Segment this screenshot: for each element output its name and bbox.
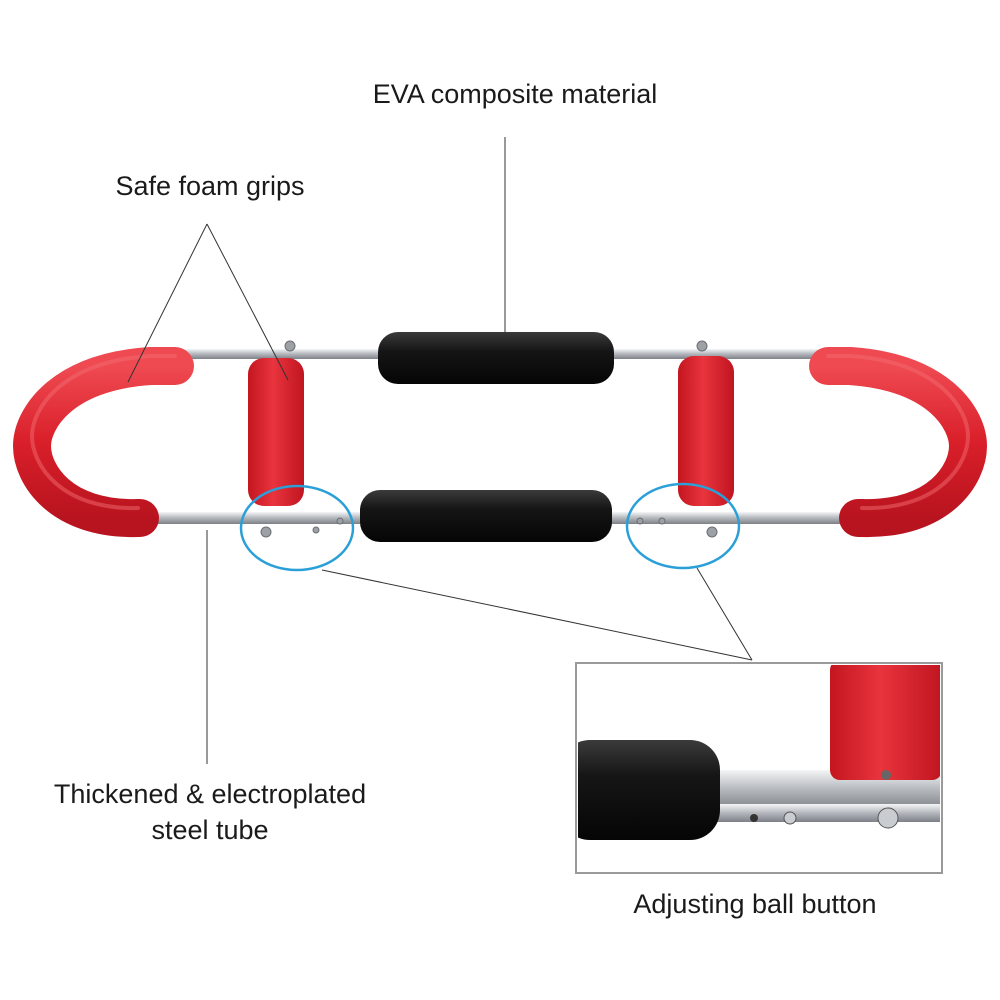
left-vertical-grip (248, 358, 304, 506)
left-foam-handle (12, 347, 194, 538)
top-eva-grip (378, 332, 614, 384)
right-adjust-callout-circle (625, 482, 741, 570)
left-adjust-callout-circle (239, 484, 355, 572)
label-steel-line-1: Thickened & electroplated (53, 779, 367, 809)
right-vertical-grip (678, 356, 734, 506)
adjusting-ball-inset (575, 662, 943, 874)
label-steel-line-2: steel tube (151, 815, 269, 845)
right-foam-handle (809, 347, 988, 538)
label-eva-composite-material: EVA composite material (372, 79, 658, 109)
label-safe-foam-grips: Safe foam grips (115, 171, 305, 201)
label-steel-tube: Thickened & electroplated steel tube (20, 776, 400, 848)
bottom-eva-grip (360, 490, 612, 542)
leader-lines (127, 137, 753, 764)
label-adjusting-ball-button: Adjusting ball button (633, 889, 877, 919)
